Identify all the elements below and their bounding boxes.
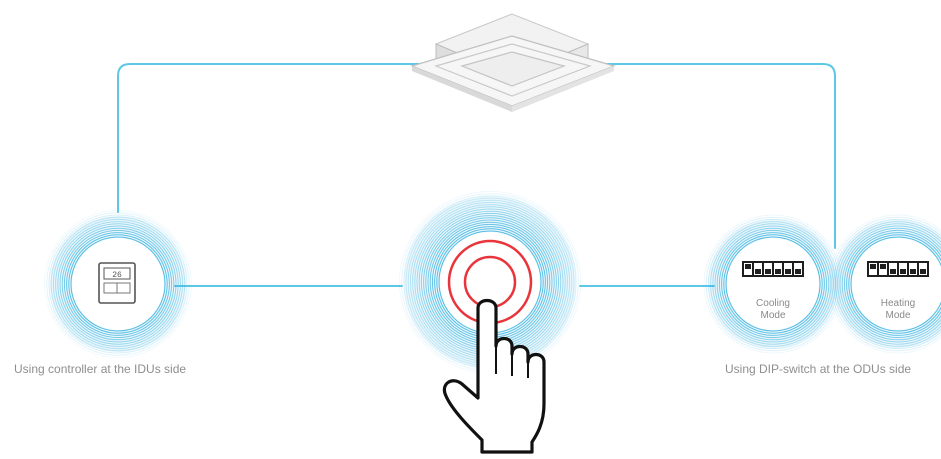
cooling-mode-label-line2: Mode [760, 310, 785, 321]
controller-display: 26 [112, 271, 122, 280]
dip-switch-icon [742, 261, 804, 277]
dip-switch-toggle [900, 269, 906, 274]
wire-right-to-unit [588, 64, 835, 248]
dip-switch-toggle [795, 269, 801, 274]
dip-switch-toggle [890, 269, 896, 274]
dip-switch-toggle [755, 269, 761, 274]
controller-node: 26 [45, 211, 192, 358]
dip-switch-toggle [920, 269, 926, 274]
dip-switch-toggle [880, 264, 886, 269]
dip-switch-toggle [745, 264, 751, 269]
dip-switch-toggle [765, 269, 771, 274]
dip-switch-toggle [775, 269, 781, 274]
dip-switch-caption: Using DIP-switch at the ODUs side [725, 362, 911, 376]
dip-switch-toggle [785, 269, 791, 274]
dip-switch-toggle [870, 264, 876, 269]
cooling-mode-label-line1: Cooling [756, 298, 790, 309]
controller-caption: Using controller at the IDUs side [14, 362, 186, 376]
heating-mode-label-line2: Mode [885, 310, 910, 321]
dip-switch-toggle [910, 269, 916, 274]
wall-controller-icon: 26 [99, 263, 135, 303]
ceiling-cassette-icon [412, 14, 614, 112]
heating-mode-label-line1: Heating [881, 298, 915, 309]
heating-mode-node: Heating Mode [829, 215, 941, 353]
cooling-mode-node: Cooling Mode [704, 215, 842, 353]
wire-left-to-unit [118, 64, 436, 212]
dip-switch-icon [867, 261, 929, 277]
